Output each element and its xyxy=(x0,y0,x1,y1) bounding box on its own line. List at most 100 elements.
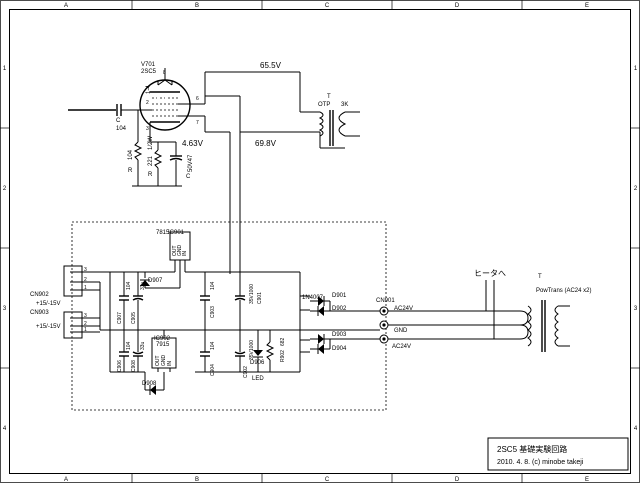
diode-d907: D907 xyxy=(140,272,180,289)
tube-ref: V701 xyxy=(141,62,156,68)
ic902-ref: IC902 xyxy=(154,336,171,342)
tube-pin: 6 xyxy=(196,96,199,102)
title-block: 2SC5 基礎実験回路 2010. 4. 8. (c) minobe takej… xyxy=(487,437,629,471)
input-cap-value: 104 xyxy=(116,126,127,132)
cathode-res-value: 221 xyxy=(148,155,154,166)
title-date: 2010. 4. 8. (c) minobe takeji xyxy=(497,459,584,466)
cn901-ac2: AC24V xyxy=(392,344,411,350)
screen-voltage: 69.8V xyxy=(255,139,277,148)
ic901-type: 7815 xyxy=(156,230,170,236)
cn902-label: +15/-15V xyxy=(36,301,61,307)
tube-type: 2SC5 xyxy=(141,69,157,75)
diode-d903: D903 xyxy=(310,332,347,344)
vacuum-tube: V701 2SC5 1-4 2 3 6 7 8 xyxy=(138,62,199,132)
c902-value: 35V1000 xyxy=(249,340,255,360)
frame-row-labels: 1 2 3 4 1 2 3 4 xyxy=(3,66,638,432)
r902-value: 682 xyxy=(280,337,286,346)
tube-pin: 3 xyxy=(146,126,149,132)
capacitor-c901: C901 35V1000 xyxy=(234,274,263,330)
plate-voltage: 65.5V xyxy=(260,61,282,70)
c907-ref: C907 xyxy=(117,312,123,324)
capacitor-c905: C905 33u xyxy=(131,272,146,330)
c905-ref: C905 xyxy=(131,312,137,324)
cathode-voltage: 4.63V xyxy=(182,139,204,148)
c903-value: 104 xyxy=(210,281,216,290)
row-label-right: 3 xyxy=(634,306,638,312)
cathode-res-power: 1/2W xyxy=(148,136,154,150)
powtrans-label: PowTrans (AC24 x2) xyxy=(536,288,591,294)
cn901-ref: CN901 xyxy=(376,298,395,304)
d902-label: D902 xyxy=(332,306,347,312)
otp-name: OTP xyxy=(318,102,330,108)
ic902-type: 7915 xyxy=(156,342,170,348)
ic902-pin: GND xyxy=(161,355,167,367)
regulator-ic902: IC902 7915 OUT GND IN xyxy=(151,330,177,372)
d906-label: D906 xyxy=(250,360,265,366)
resistor-r902: R902 682 xyxy=(265,330,286,372)
col-label-top: B xyxy=(195,3,199,9)
c901-value: 35V1000 xyxy=(249,284,255,304)
grid-resistor: R 104 xyxy=(128,110,143,186)
tube-pin: 2 xyxy=(146,100,149,106)
row-label-right: 4 xyxy=(634,426,638,432)
col-label-bottom: D xyxy=(455,477,460,483)
title-text: 2SC5 基礎実験回路 xyxy=(497,444,567,454)
c904-value: 104 xyxy=(210,341,216,350)
output-transformer: T OTP 3K xyxy=(318,94,360,149)
otp-value: 3K xyxy=(341,102,348,108)
ic901-ref: IC901 xyxy=(168,230,185,236)
tube-pin: 8 xyxy=(163,70,166,76)
input-capacitor: C 104 xyxy=(116,104,138,132)
row-label-left: 3 xyxy=(3,306,7,312)
capacitor-c904: C904 104 xyxy=(200,330,216,376)
grid-res-value: 104 xyxy=(128,149,134,160)
c901-ref: C901 xyxy=(257,292,263,304)
connector-cn902: CN902 +15/-15V 3 2 1 xyxy=(30,265,87,307)
c906-ref: C906 xyxy=(117,360,123,372)
r902-ref: R902 xyxy=(280,350,286,362)
col-label-bottom: B xyxy=(195,477,199,483)
cn902-pin: 3 xyxy=(84,267,87,273)
voltage-labels: 65.5V 69.8V 4.63V xyxy=(182,61,282,148)
diode-d902: D902 xyxy=(310,306,347,316)
diode-type-label: 1N4007 xyxy=(302,295,324,301)
cn902-pin: 1 xyxy=(84,285,87,291)
cn903-label: +15/-15V xyxy=(36,324,61,330)
c908-value: 33u xyxy=(140,341,146,350)
d908-label: D908 xyxy=(142,381,157,387)
led-d906: D906 LED xyxy=(250,330,265,382)
grid-res-ref: R xyxy=(128,168,133,174)
col-label-bottom: A xyxy=(64,477,68,483)
cn903-pin: 2 xyxy=(84,321,87,327)
connector-cn903: CN903 +15/-15V 3 2 1 xyxy=(30,310,87,339)
powtrans-ref: T xyxy=(538,274,542,280)
filament-label: 1-4 xyxy=(146,85,152,94)
cn903-pin: 1 xyxy=(84,327,87,333)
otp-ref: T xyxy=(327,94,331,100)
heater-label: ヒータへ xyxy=(474,269,506,278)
capacitor-c908: C908 33u xyxy=(131,330,146,372)
ic901-pin: IN xyxy=(182,251,188,256)
c908-ref: C908 xyxy=(131,360,137,372)
cathode-res-ref: R xyxy=(148,172,153,178)
input-cap-ref: C xyxy=(116,118,121,124)
d904-label: D904 xyxy=(332,346,347,352)
power-transformer: T PowTrans (AC24 x2) xyxy=(527,274,591,352)
row-label-right: 1 xyxy=(634,66,638,72)
plate-wiring xyxy=(190,71,321,274)
ic902-pin: IN xyxy=(167,361,173,366)
capacitor-c907: C907 104 xyxy=(117,272,132,330)
c903-ref: C903 xyxy=(210,306,216,318)
cn901-gnd: GND xyxy=(394,328,408,334)
ic901-pin: GND xyxy=(177,245,183,257)
rectifier-wiring: 1N4007 xyxy=(299,272,324,372)
c907-value: 104 xyxy=(126,281,132,290)
c902-ref: C902 xyxy=(243,366,249,378)
col-label-top: A xyxy=(64,3,68,9)
c904-ref: C904 xyxy=(210,364,216,376)
d903-label: D903 xyxy=(332,332,347,338)
cathode-cap-ref: C xyxy=(186,174,191,180)
capacitor-c903: C903 104 xyxy=(200,272,216,330)
cn903-pin: 3 xyxy=(84,313,87,319)
